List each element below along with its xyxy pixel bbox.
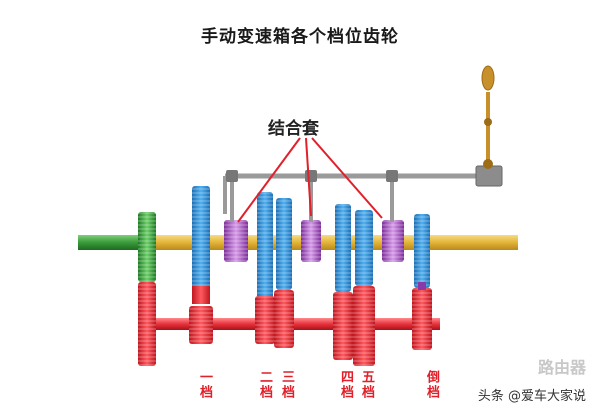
input-gear xyxy=(138,212,156,366)
synchronizer-5-r xyxy=(382,220,404,262)
gear-2 xyxy=(255,192,275,344)
gear-label-1: 一档 xyxy=(197,370,212,400)
gear-label-5: 五档 xyxy=(359,370,374,400)
synchronizer-3-4 xyxy=(301,220,321,262)
gear-label-4: 四档 xyxy=(338,370,353,400)
watermark: 头条 @爱车大家说 xyxy=(478,385,586,404)
gear-1 xyxy=(189,186,213,344)
gear-5 xyxy=(353,210,375,366)
diagram-title: 手动变速箱各个档位齿轮 xyxy=(201,27,399,47)
synchronizer-1-2 xyxy=(224,220,248,262)
gear-label-reverse: 倒档 xyxy=(424,370,439,400)
shift-lever xyxy=(475,65,503,187)
input-shaft xyxy=(78,235,150,250)
gear-3 xyxy=(274,198,294,348)
callout-lines xyxy=(237,137,383,223)
gear-label-2: 二档 xyxy=(257,370,272,400)
watermark-logo: 路由器 xyxy=(537,358,586,377)
gear-reverse xyxy=(412,214,432,350)
synchronizer-callout: 结合套 xyxy=(268,119,319,139)
gear-label-3: 三档 xyxy=(279,370,294,400)
gear-4 xyxy=(333,204,353,360)
watermark-source: 头条 @爱车大家说 xyxy=(477,389,586,404)
